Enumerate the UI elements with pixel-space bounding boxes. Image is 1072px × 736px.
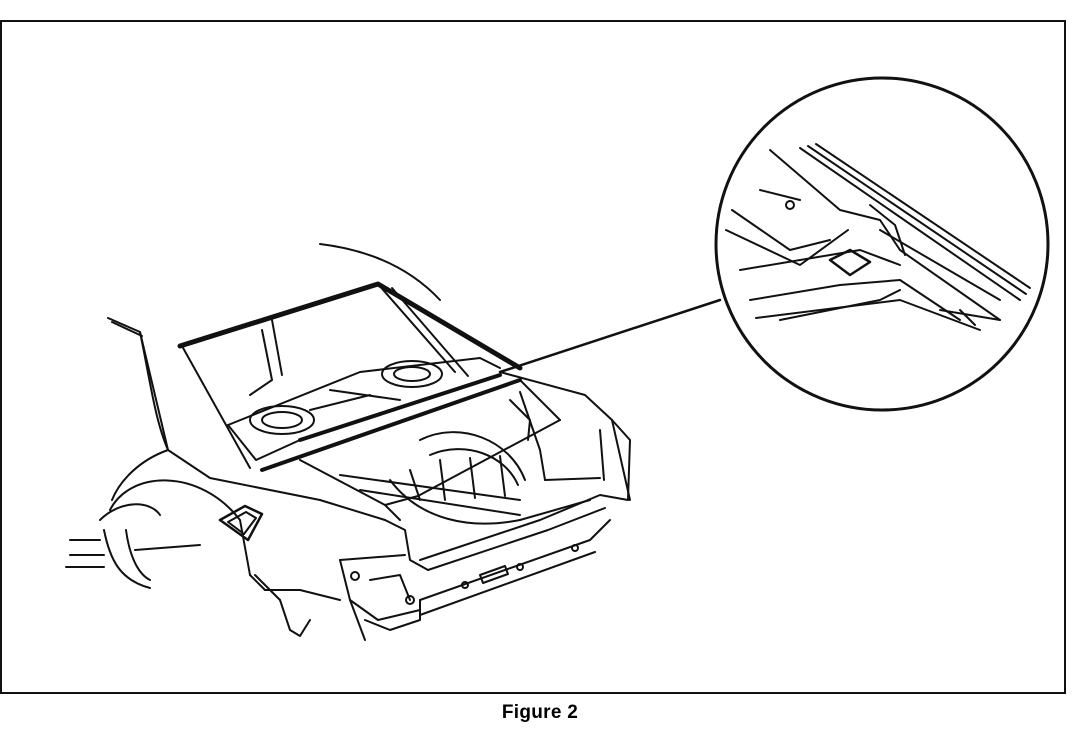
detail-inset	[714, 76, 1050, 412]
fuel-door	[218, 504, 264, 542]
leader-line	[498, 298, 722, 374]
rear-end-panel	[254, 419, 631, 641]
quarter-panel	[65, 317, 386, 591]
figure-frame	[0, 20, 1066, 694]
figure-caption: Figure 2	[0, 702, 1072, 724]
figure-caption-text: Figure 2	[501, 702, 579, 723]
trunk-opening	[299, 371, 631, 525]
parcel-shelf	[227, 357, 522, 472]
